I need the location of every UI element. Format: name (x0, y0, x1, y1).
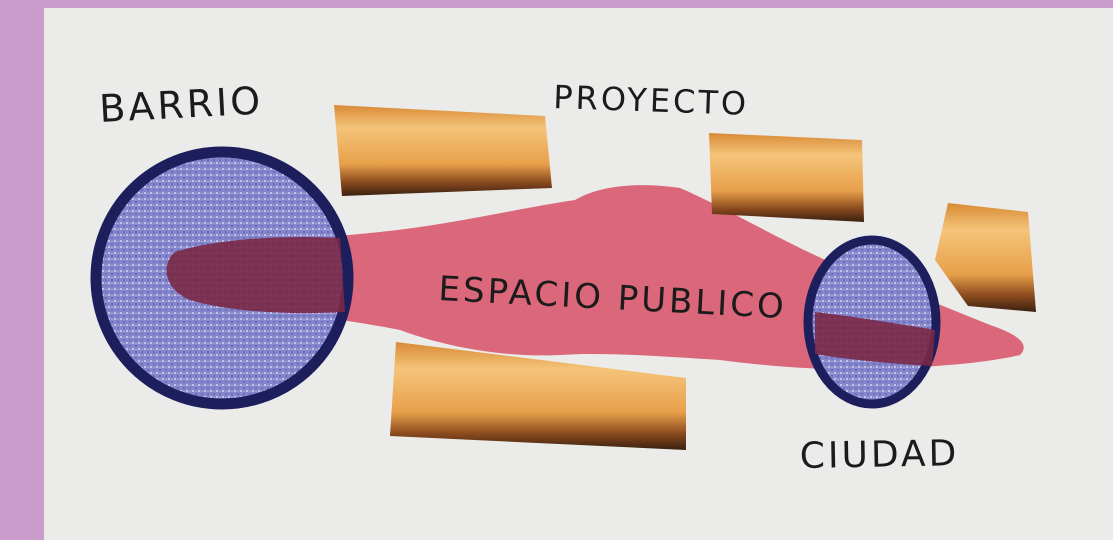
project-block-top-right (709, 133, 864, 222)
project-block-top-left (334, 105, 552, 196)
project-block-bottom (390, 342, 686, 450)
label-ciudad: CIUDAD (799, 433, 959, 477)
barrio-overlap-band (166, 236, 345, 314)
project-block-right (935, 203, 1036, 312)
label-barrio: BARRIO (98, 78, 264, 131)
ciudad-overlap-band (815, 312, 935, 366)
label-proyecto: PROYECTO (553, 78, 750, 123)
